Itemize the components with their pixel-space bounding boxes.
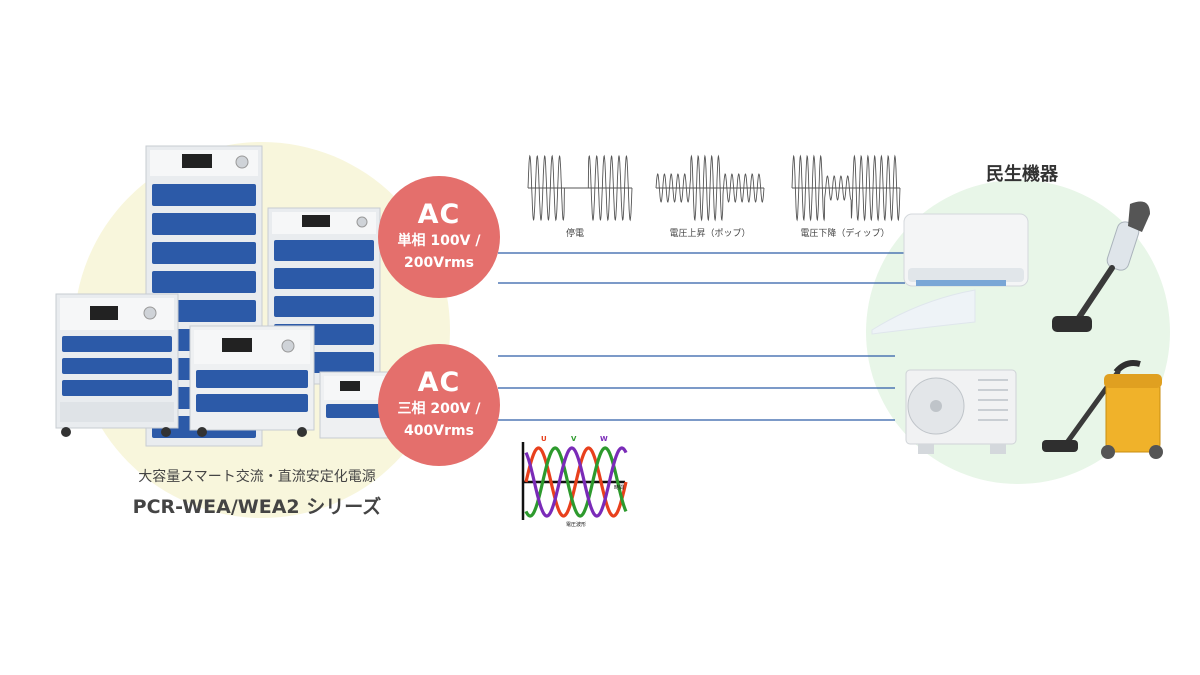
three-phase-voltage-line2: 400Vrms [404, 423, 474, 439]
air-conditioner-indoor-icon [871, 213, 1029, 335]
phase-u-label: U [541, 435, 547, 443]
three-phase-graph: U V W 時間 電圧波形 [521, 435, 628, 528]
time-axis-label: 時間 [614, 485, 624, 491]
three-phase-badge: AC 三相 200V / 400Vrms [378, 344, 500, 466]
stick-vacuum-icon [1052, 201, 1150, 332]
dip-waveform-label: 電圧下降（ディップ） [800, 229, 890, 239]
power-supply-unit-middle [189, 325, 315, 437]
connection-lines [498, 252, 905, 421]
three-phase-voltage-line1: 三相 200V / [397, 401, 481, 417]
three-phase-ac-label: AC [417, 367, 461, 398]
power-supply-unit-right [267, 207, 381, 385]
phase-v-label: V [571, 435, 577, 443]
product-subtitle: 大容量スマート交流・直流安定化電源 [138, 469, 376, 485]
single-phase-voltage-line2: 200Vrms [404, 255, 474, 271]
pop-waveform-label: 電圧上昇（ポップ） [669, 229, 751, 239]
outage-waveform-label: 停電 [565, 229, 584, 239]
product-title: PCR-WEA/WEA2 シリーズ [132, 496, 382, 518]
canister-vacuum-icon [1042, 360, 1163, 459]
phase-w-curve [524, 446, 628, 518]
single-phase-ac-label: AC [417, 199, 461, 230]
single-phase-voltage-line1: 単相 100V / [397, 233, 481, 249]
phase-w-label: W [600, 435, 608, 443]
waveform-icons [527, 154, 901, 222]
power-supply-group [55, 145, 397, 447]
consumer-devices-title: 民生機器 [986, 164, 1058, 185]
single-phase-badge: AC 単相 100V / 200Vrms [378, 176, 500, 298]
air-conditioner-outdoor-icon [905, 369, 1017, 454]
phase-u-curve [524, 446, 628, 518]
voltage-axis-label: 電圧波形 [566, 521, 586, 528]
phase-v-curve [524, 446, 628, 518]
power-supply-unit-left [55, 293, 179, 437]
